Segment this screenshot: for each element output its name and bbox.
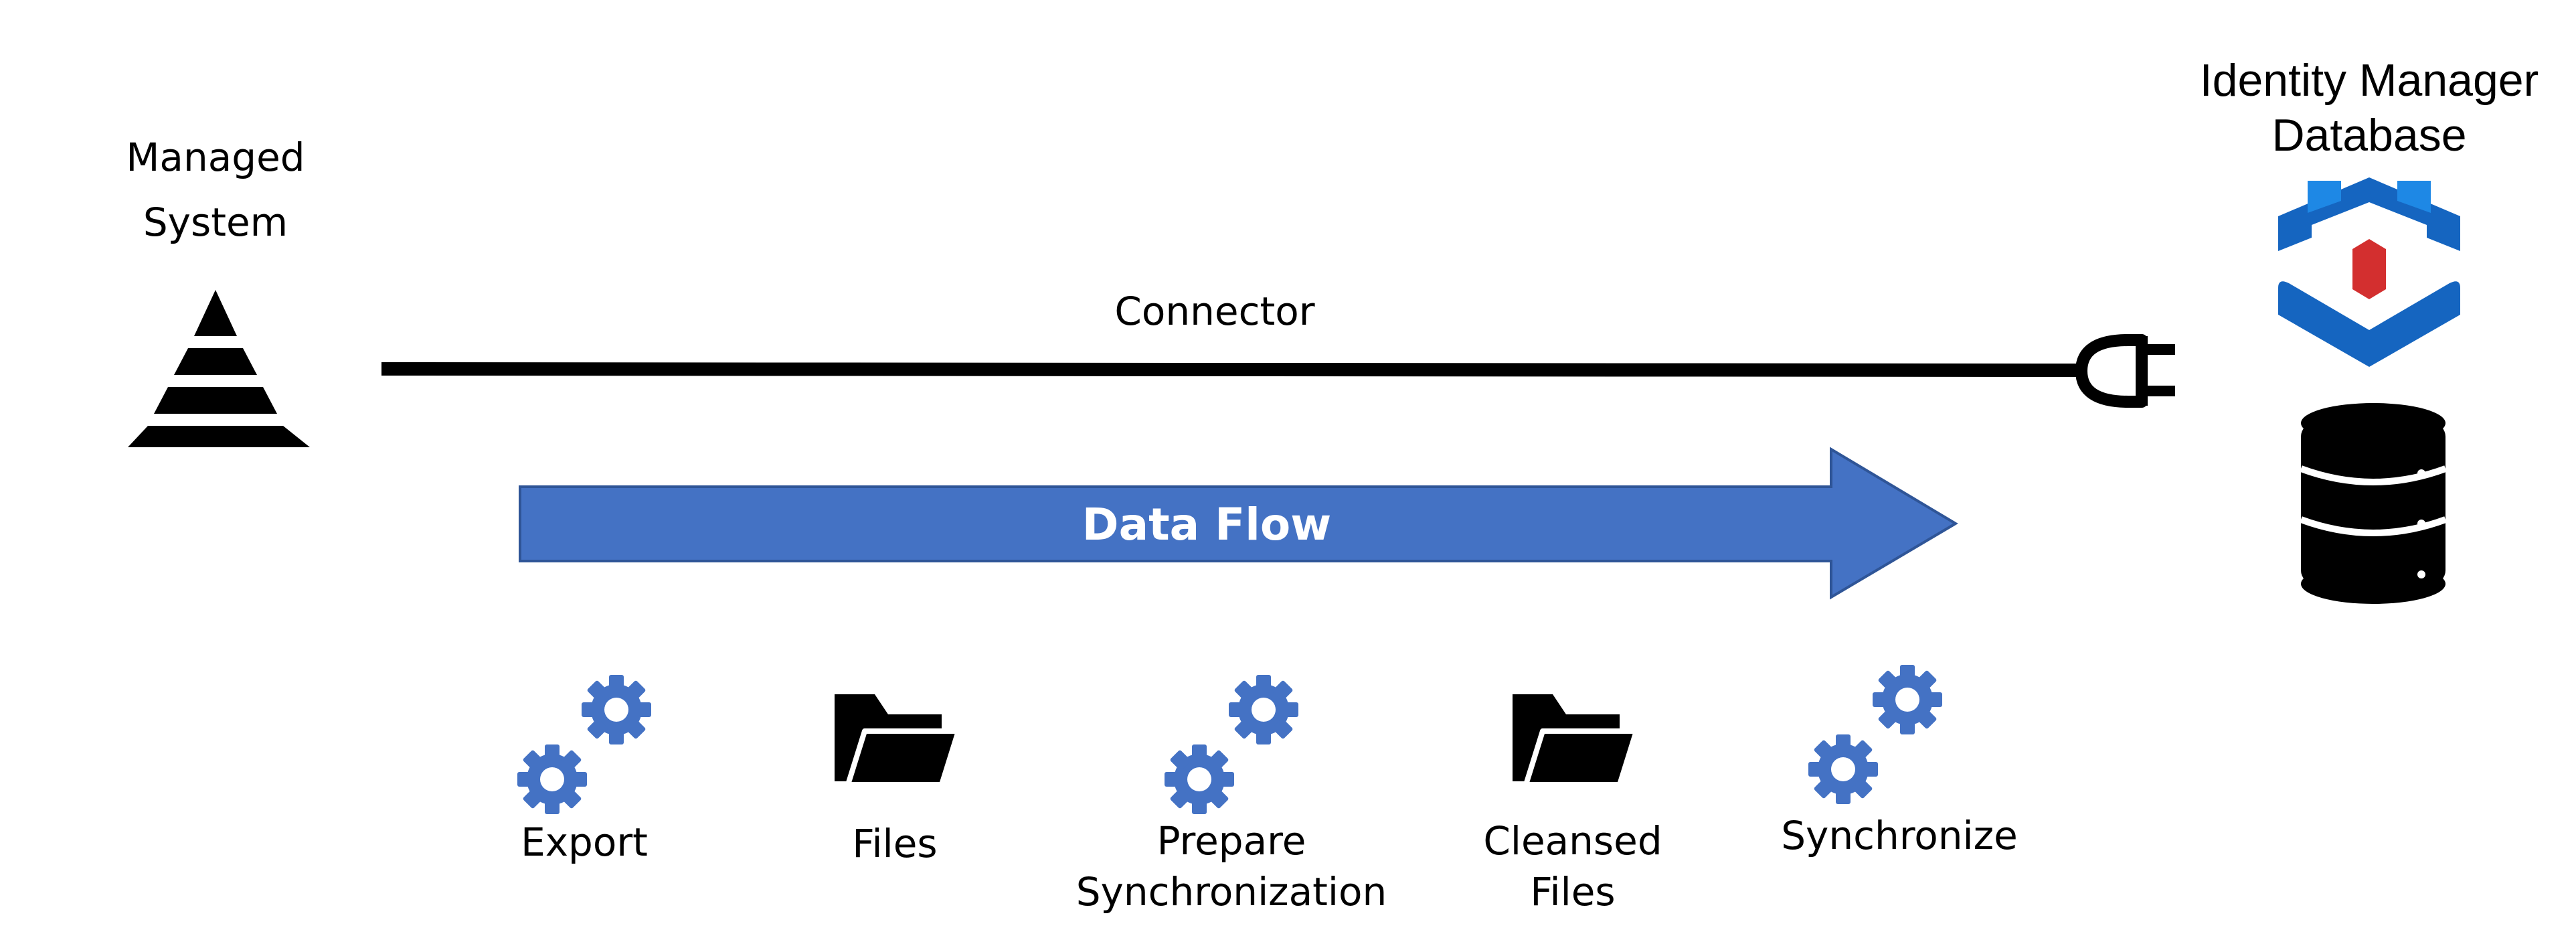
step-label: Files [852,821,937,866]
plug-icon [2075,334,2175,408]
data-flow-arrow: Data Flow [519,447,1958,600]
gears-icon [1165,675,1298,814]
step-label-line2: Synchronization [1076,869,1387,915]
step-label-line1: Cleansed [1483,818,1662,864]
data-flow-arrow-shape [519,447,1958,600]
database-icon [2300,403,2447,604]
identity-manager-label-line1: Identity Manager [2200,55,2539,106]
step-prepare-synchronization: Prepare Synchronization [1076,675,1387,915]
step-files: Files [835,694,958,866]
identity-manager-logo [2278,177,2460,367]
identity-manager-database: Identity Manager Database [2200,55,2539,604]
pyramid-icon [128,290,310,447]
folder-icon [1513,694,1636,785]
step-label: Synchronize [1781,813,2018,858]
step-cleansed-files: Cleansed Files [1483,694,1662,915]
folder-icon [835,694,958,785]
data-flow-label: Data Flow [1082,499,1331,550]
step-synchronize: Synchronize [1781,665,2018,858]
connector: Connector [381,289,2175,408]
connector-line [381,362,2082,377]
identity-manager-label-line2: Database [2271,110,2466,161]
step-label-line2: Files [1530,869,1615,915]
gears-icon [517,675,651,814]
connector-label: Connector [1114,289,1314,334]
managed-system: Managed System [126,135,310,447]
managed-system-label-line1: Managed [126,135,305,180]
step-export: Export [517,675,651,865]
gears-icon [1808,665,1942,804]
step-label-line1: Prepare [1157,818,1306,864]
managed-system-label-line2: System [143,200,288,245]
step-label: Export [521,819,648,865]
